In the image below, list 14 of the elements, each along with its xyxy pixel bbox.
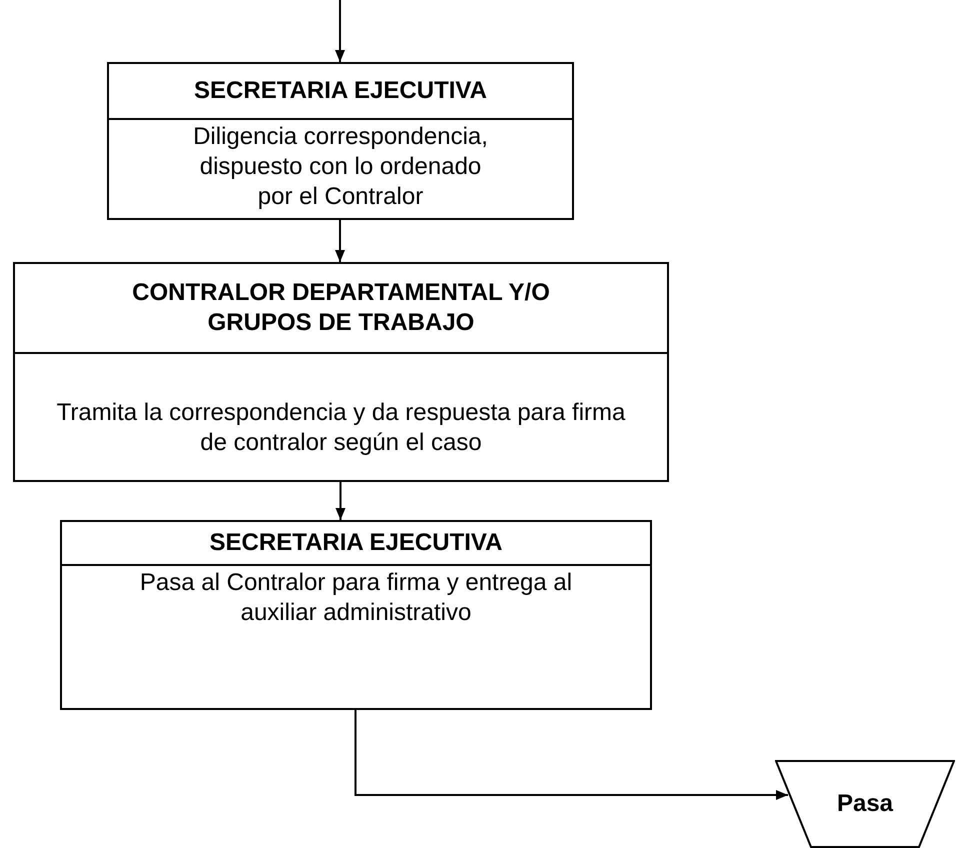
arrow xyxy=(354,710,788,800)
arrow xyxy=(336,482,346,520)
process-box xyxy=(60,520,652,710)
process-box xyxy=(13,262,669,482)
box-heading: SECRETARIA EJECUTIVA xyxy=(210,528,502,558)
box-text: Pasa al Contralor para firma y entrega al auxiliar administrativo xyxy=(138,568,574,628)
box-heading: CONTRALOR DEPARTAMENTAL Y/O GRUPOS DE TRABAJO xyxy=(131,278,551,338)
process-box xyxy=(107,62,574,220)
box-heading: SECRETARIA EJECUTIVA xyxy=(194,76,487,106)
box-text: Tramita la correspondencia y da respuesta para firma de contralor según el caso xyxy=(56,398,626,458)
connector-label: Pasa xyxy=(836,789,894,819)
box-text: Diligencia correspondencia, dispuesto con lo ordenado por el Contralor xyxy=(192,122,489,212)
arrow xyxy=(335,220,345,262)
arrow xyxy=(335,0,345,62)
